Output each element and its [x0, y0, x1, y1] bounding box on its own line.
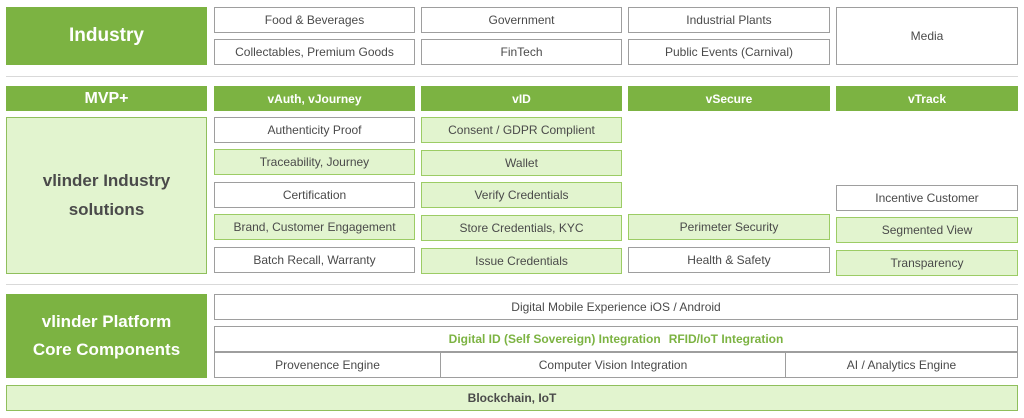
digital-mobile-experience: Digital Mobile Experience iOS / Android — [214, 294, 1018, 320]
industry-collectables: Collectables, Premium Goods — [214, 39, 415, 65]
consent-gdpr: Consent / GDPR Complient — [421, 117, 622, 143]
industry-solutions-line2: solutions — [68, 199, 145, 219]
ai-analytics-engine: AI / Analytics Engine — [785, 352, 1018, 378]
industry-industrial-plants: Industrial Plants — [628, 7, 830, 33]
wallet: Wallet — [421, 150, 622, 176]
incentive-customer: Incentive Customer — [836, 185, 1018, 211]
certification: Certification — [214, 182, 415, 208]
industry-label: Industry — [69, 25, 144, 46]
column-vtrack: vTrack — [836, 86, 1018, 111]
platform-line1: vlinder Platform — [41, 311, 172, 331]
digital-id-integration: Digital ID (Self Sovereign) Integration — [448, 332, 661, 346]
rfid-iot-integration: RFID/IoT Integration — [668, 332, 784, 346]
brand-customer-engagement: Brand, Customer Engagement — [214, 214, 415, 240]
industry-government: Government — [421, 7, 622, 33]
store-credentials-kyc: Store Credentials, KYC — [421, 215, 622, 241]
divider-2 — [6, 284, 1018, 285]
provenence-engine: Provenence Engine — [214, 352, 441, 378]
column-vauth-vjourney: vAuth, vJourney — [214, 86, 415, 111]
platform-core-components-label: vlinder Platform Core Components — [6, 294, 207, 378]
industry-fintech: FinTech — [421, 39, 622, 65]
health-safety: Health & Safety — [628, 247, 830, 273]
perimeter-security: Perimeter Security — [628, 214, 830, 240]
verify-credentials: Verify Credentials — [421, 182, 622, 208]
column-vid: vID — [421, 86, 622, 111]
column-vsecure: vSecure — [628, 86, 830, 111]
mvp-header: MVP+ — [6, 86, 207, 111]
divider-1 — [6, 76, 1018, 77]
platform-line2: Core Components — [32, 340, 181, 359]
batch-recall-warranty: Batch Recall, Warranty — [214, 247, 415, 273]
authenticity-proof: Authenticity Proof — [214, 117, 415, 143]
blockchain-iot-bar: Blockchain, IoT — [6, 385, 1018, 411]
traceability-journey: Traceability, Journey — [214, 149, 415, 175]
segmented-view: Segmented View — [836, 217, 1018, 243]
industry-media: Media — [836, 7, 1018, 65]
industry-header: Industry — [6, 7, 207, 65]
industry-solutions-label: vlinder Industry solutions — [6, 117, 207, 274]
transparency: Transparency — [836, 250, 1018, 276]
industry-solutions-line1: vlinder Industry — [42, 171, 171, 191]
integration-row: Digital ID (Self Sovereign) Integration … — [214, 326, 1018, 352]
industry-public-events: Public Events (Carnival) — [628, 39, 830, 65]
industry-food-beverages: Food & Beverages — [214, 7, 415, 33]
computer-vision-integration: Computer Vision Integration — [440, 352, 786, 378]
issue-credentials: Issue Credentials — [421, 248, 622, 274]
